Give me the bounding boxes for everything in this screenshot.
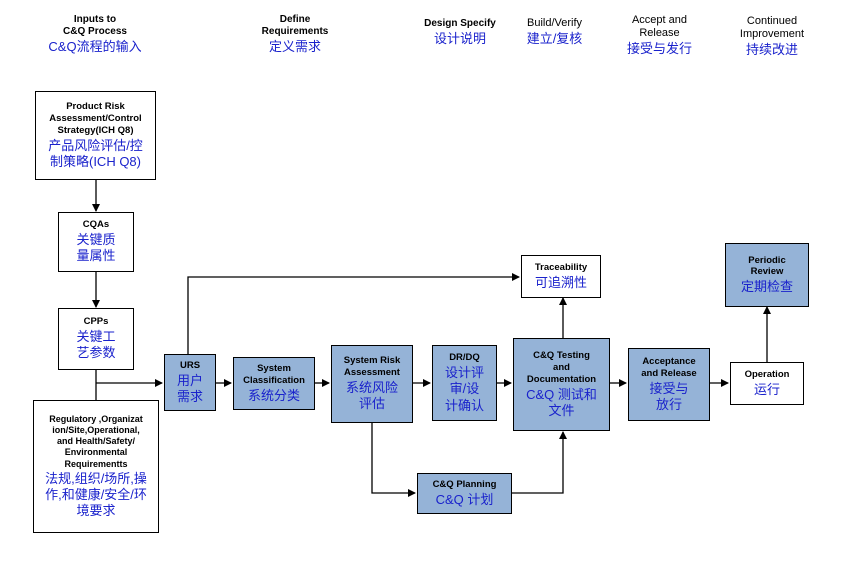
box-regulatory-en: Regulatory ,Organizat ion/Site,Operation… [49,413,143,469]
header-inputs-zh: C&Q流程的输入 [48,39,142,54]
box-system-risk-en: System Risk Assessment [343,355,401,379]
box-system-classification-zh: 系统分类 [247,387,300,403]
box-system-classification-en: System Classification [243,363,305,386]
box-traceability-zh: 可追溯性 [534,274,587,290]
header-inputs-en: Inputs to C&Q Process [63,14,127,37]
box-periodic-review-en: Periodic Review [748,254,786,278]
box-cq-testing-zh: C&Q 测试和 文件 [526,386,597,418]
box-cq-planning-en: C&Q Planning [432,478,497,490]
box-traceability-en: Traceability [534,261,588,273]
box-cqas-en: CQAs [82,219,110,231]
box-operation-en: Operation [744,368,790,380]
box-product-risk-zh: 产品风险评估/控 制策略(ICH Q8) [48,137,143,169]
box-cqas-zh: 关键质 量属性 [76,232,116,264]
box-drdq: DR/DQ 设计评 审/设 计确认 [432,345,497,421]
header-accept-en: Accept and Release [631,14,688,40]
header-define: Define Requirements 定义需求 [245,14,345,55]
box-drdq-en: DR/DQ [449,352,480,364]
box-acceptance-en: Acceptance and Release [641,355,697,379]
box-urs-zh: 用户 需求 [176,372,203,404]
box-acceptance: Acceptance and Release 接受与 放行 [628,348,710,421]
header-build: Build/Verify 建立/复核 [512,17,597,47]
header-build-zh: 建立/复核 [526,31,583,47]
box-cq-testing-en: C&Q Testing and Documentation [526,349,597,385]
box-drdq-zh: 设计评 审/设 计确认 [444,365,484,413]
header-accept-zh: 接受与发行 [626,41,692,57]
header-design-en: Design Specify [424,18,496,29]
box-cpps: CPPs 关键工 艺参数 [58,308,134,370]
header-define-en: Define Requirements [261,14,329,37]
box-operation-zh: 运行 [753,381,780,397]
header-inputs: Inputs to C&Q Process C&Q流程的输入 [30,14,160,55]
arrow-planning-to-testing [512,431,567,494]
box-periodic-review: Periodic Review 定期检查 [725,243,809,307]
box-regulatory: Regulatory ,Organizat ion/Site,Operation… [33,400,159,533]
header-continued-zh: 持续改进 [745,42,798,58]
header-define-zh: 定义需求 [268,39,321,54]
header-design-zh: 设计说明 [433,31,486,46]
arrow-risk-to-planning [371,423,416,497]
header-build-en: Build/Verify [526,17,583,29]
box-urs-en: URS [179,359,201,371]
box-cqas: CQAs 关键质 量属性 [58,212,134,272]
header-accept: Accept and Release 接受与发行 [612,14,707,57]
box-urs: URS 用户 需求 [164,354,216,411]
box-system-classification: System Classification 系统分类 [233,357,315,410]
box-product-risk: Product Risk Assessment/Control Strategy… [35,91,156,180]
box-periodic-review-zh: 定期检查 [740,279,793,295]
arrow-urs-to-traceability [187,273,520,354]
header-continued: Continued Improvement 持续改进 [722,15,822,58]
box-product-risk-en: Product Risk Assessment/Control Strategy… [49,100,142,136]
box-cpps-en: CPPs [83,316,109,328]
box-cq-testing: C&Q Testing and Documentation C&Q 测试和 文件 [513,338,610,431]
box-cq-planning: C&Q Planning C&Q 计划 [417,473,512,514]
box-operation: Operation 运行 [730,362,804,405]
box-regulatory-zh: 法规,组织/场所,操 作,和健康/安全/环 境要求 [45,470,147,519]
box-cpps-zh: 关键工 艺参数 [76,329,116,361]
header-design: Design Specify 设计说明 [415,18,505,47]
box-cq-planning-zh: C&Q 计划 [435,491,494,507]
box-system-risk: System Risk Assessment 系统风险 评估 [331,345,413,423]
box-traceability: Traceability 可追溯性 [521,255,601,298]
box-system-risk-zh: 系统风险 评估 [345,380,398,412]
header-continued-en: Continued Improvement [739,15,805,41]
box-acceptance-zh: 接受与 放行 [649,380,689,412]
